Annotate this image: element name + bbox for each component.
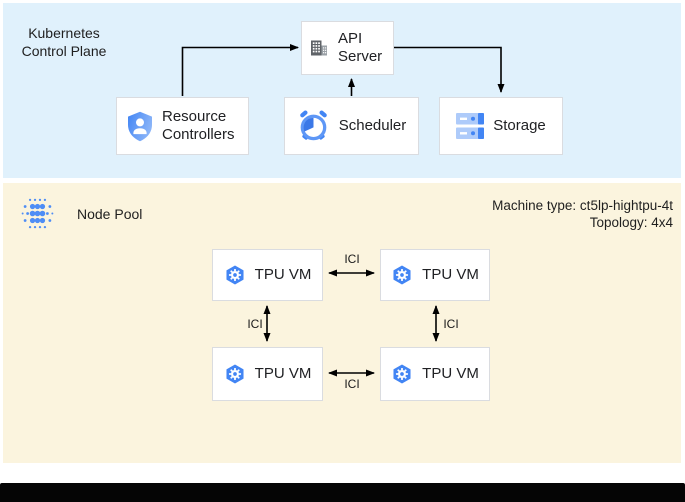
storage-box: Storage — [439, 97, 563, 155]
gke-hexagon-icon — [226, 364, 244, 384]
tpu-vm-label: TPU VM — [422, 365, 479, 382]
gke-hexagon-icon — [393, 265, 411, 285]
control-plane-title: Kubernetes Control Plane — [21, 25, 107, 59]
ici-label-top: ICI — [344, 252, 360, 266]
tpu-vm-box-bottom-left: TPU VM — [212, 347, 323, 401]
scheduler-label: Scheduler — [338, 117, 407, 134]
node-pool-header: Node Pool — [21, 195, 142, 232]
ici-label-right: ICI — [443, 317, 459, 331]
api-server-label: API Server — [338, 30, 383, 65]
node-pool-dots-icon — [21, 198, 54, 229]
ici-label-bottom: ICI — [344, 377, 360, 391]
gke-hexagon-icon — [393, 364, 411, 384]
disks-icon — [456, 113, 485, 139]
alarm-clock-icon — [299, 110, 327, 140]
bottom-bar — [0, 483, 685, 502]
topology-text: Topology: 4x4 — [589, 215, 673, 230]
api-server-box: API Server — [301, 21, 394, 75]
node-pool-panel — [3, 183, 681, 463]
resource-controllers-box: Resource Controllers — [116, 97, 249, 155]
tpu-vm-box-bottom-right: TPU VM — [380, 347, 490, 401]
tpu-vm-box-top-left: TPU VM — [212, 249, 323, 301]
tpu-vm-label: TPU VM — [422, 266, 479, 283]
building-icon — [311, 40, 327, 56]
machine-type-text: Machine type: ct5lp-hightpu-4t — [492, 198, 673, 213]
gke-hexagon-icon — [226, 265, 244, 285]
shield-user-icon — [128, 111, 152, 141]
machine-info: Machine type: ct5lp-hightpu-4t Topology:… — [492, 197, 673, 231]
scheduler-box: Scheduler — [284, 97, 419, 155]
storage-label: Storage — [493, 117, 546, 134]
tpu-vm-label: TPU VM — [254, 365, 312, 382]
tpu-vm-box-top-right: TPU VM — [380, 249, 490, 301]
ici-label-left: ICI — [247, 317, 263, 331]
tpu-vm-label: TPU VM — [254, 266, 312, 283]
resource-controllers-label: Resource Controllers — [162, 108, 235, 143]
node-pool-title: Node Pool — [77, 205, 143, 222]
